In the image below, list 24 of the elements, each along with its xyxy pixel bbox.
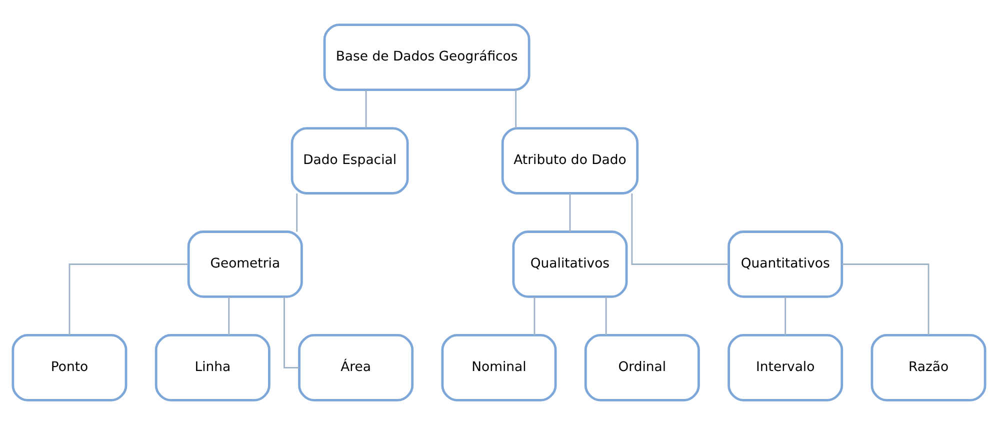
node-box: Quantitativos bbox=[728, 230, 844, 298]
connector bbox=[631, 194, 729, 265]
node-box: Intervalo bbox=[728, 334, 844, 402]
connector bbox=[296, 194, 298, 232]
node-box: Ordinal bbox=[584, 334, 700, 402]
node-box: Base de Dados Geográficos bbox=[323, 24, 530, 91]
node-box: Nominal bbox=[441, 334, 557, 402]
connector bbox=[784, 296, 786, 336]
connector bbox=[68, 264, 188, 335]
connector bbox=[534, 296, 536, 336]
node-box: Linha bbox=[154, 334, 270, 402]
connector bbox=[842, 264, 930, 335]
node-box: Geometria bbox=[187, 230, 303, 298]
connector bbox=[228, 296, 230, 336]
connector bbox=[569, 194, 571, 232]
node-box: Qualitativos bbox=[512, 230, 628, 298]
node-box: Razão bbox=[870, 334, 986, 402]
connector bbox=[605, 296, 607, 336]
node-box: Área bbox=[298, 334, 414, 402]
node-box: Atributo do Dado bbox=[501, 127, 639, 194]
node-box: Dado Espacial bbox=[290, 127, 409, 194]
connector bbox=[365, 90, 367, 128]
connector bbox=[515, 90, 517, 128]
node-box: Ponto bbox=[12, 334, 128, 402]
